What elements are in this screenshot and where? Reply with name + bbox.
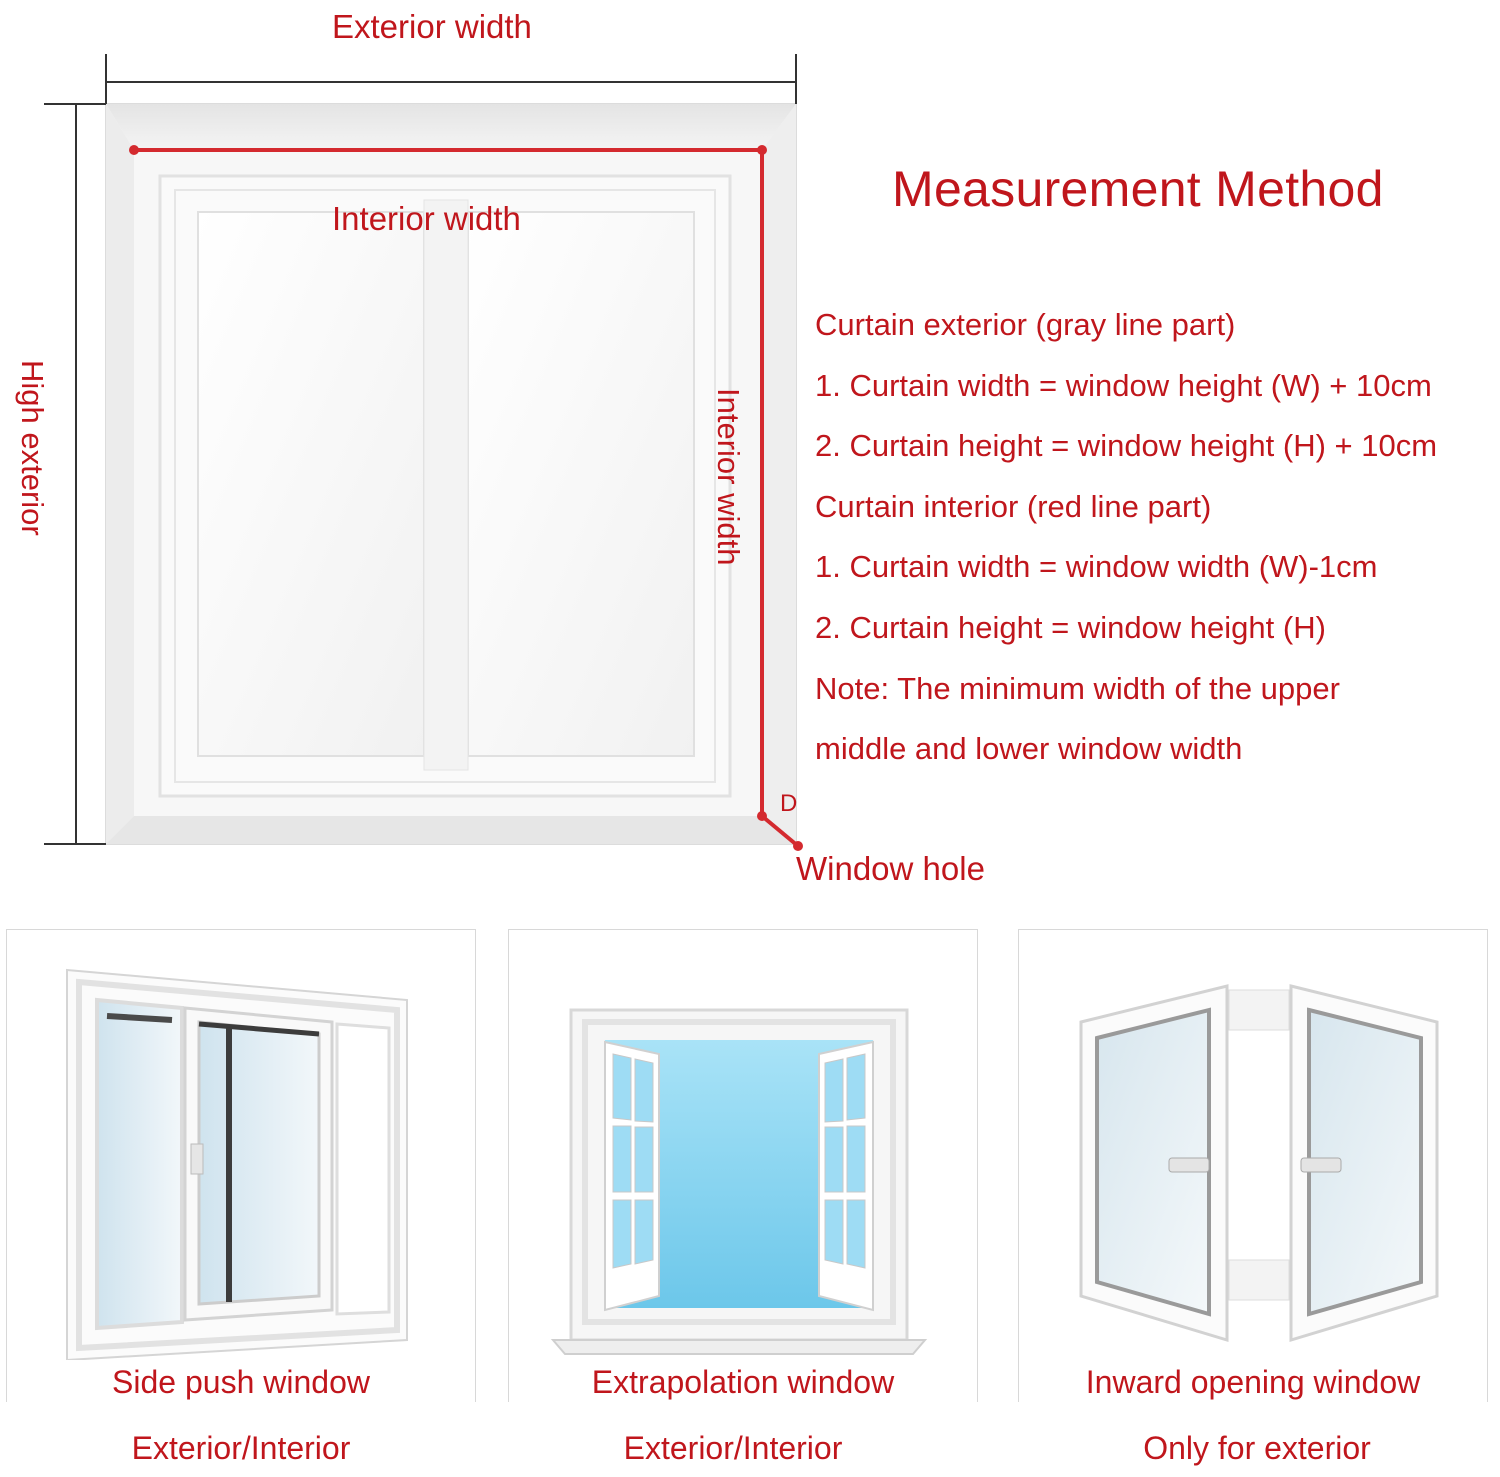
corner-label: D (780, 790, 798, 817)
rule-line: 1. Curtain width = window width (W)-1cm (815, 549, 1378, 585)
measurement-diagram (44, 54, 803, 851)
measurement-rules: Curtain exterior (gray line part) 1. Cur… (815, 302, 1437, 787)
interior-measure-lines (129, 145, 803, 851)
rule-line: 1. Curtain width = window height (W) + 1… (815, 367, 1432, 403)
window-type-scope: Only for exterior (1143, 1430, 1371, 1466)
rule-line: middle and lower window width (815, 731, 1243, 767)
page-title: Measurement Method (892, 161, 1384, 217)
window-hole-label: Window hole (796, 850, 985, 887)
panel-extrapolation-window: Extrapolation window (508, 929, 978, 1402)
window-type-caption: Extrapolation window (591, 1364, 895, 1400)
exterior-height-dimension (44, 103, 106, 845)
panel-inward-opening-window: Inward opening window (1018, 929, 1488, 1402)
side-push-window-illustration (66, 968, 408, 1360)
exterior-width-dimension (105, 54, 797, 104)
rule-line: Curtain interior (red line part) (815, 488, 1212, 524)
right-pane (467, 211, 695, 757)
window-type-scope: Exterior/Interior (131, 1430, 351, 1466)
window-reveal (106, 104, 796, 150)
rule-line: Note: The minimum width of the upper (815, 670, 1340, 706)
interior-height-label: Interior width (711, 388, 746, 566)
rule-line: 2. Curtain height = window height (H) + … (815, 428, 1438, 464)
panel-side-push-window: Side push window (6, 929, 476, 1402)
high-exterior-label: High exterior (15, 360, 50, 536)
inward-opening-window-illustration (1079, 984, 1439, 1343)
rule-line: Curtain exterior (gray line part) (815, 307, 1236, 342)
left-pane (197, 211, 425, 757)
extrapolation-window-illustration (550, 1008, 928, 1355)
window-type-caption: Side push window (112, 1364, 370, 1400)
exterior-width-label: Exterior width (332, 8, 532, 45)
window-type-scope: Exterior/Interior (623, 1430, 843, 1466)
interior-width-label: Interior width (332, 200, 521, 237)
window-type-caption: Inward opening window (1085, 1364, 1421, 1400)
rule-line: 2. Curtain height = window height (H) (815, 609, 1326, 645)
